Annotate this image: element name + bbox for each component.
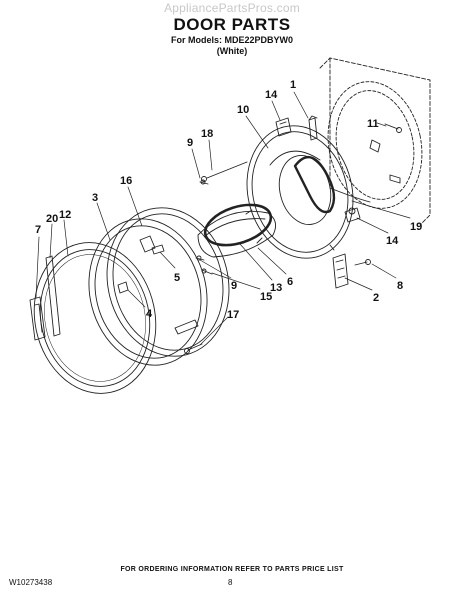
callout-13: 13 xyxy=(270,282,282,294)
part-15-screw xyxy=(201,268,213,275)
part-13-gasket xyxy=(203,203,273,247)
callout-14-upper: 14 xyxy=(265,89,278,101)
callout-17: 17 xyxy=(227,309,239,321)
callout-18: 18 xyxy=(201,128,213,140)
cabinet-front-panel xyxy=(319,57,431,226)
part-1-hinge-pin xyxy=(308,115,318,141)
part-16-door-ring xyxy=(106,207,230,357)
page-title: DOOR PARTS xyxy=(173,15,291,34)
callout-3: 3 xyxy=(92,192,98,204)
callout-6: 6 xyxy=(287,276,293,288)
callout-16: 16 xyxy=(120,175,132,187)
callout-14-lower: 14 xyxy=(386,235,399,247)
watermark: AppliancePartsPros.com xyxy=(164,1,300,15)
part-4-hinge-clip xyxy=(117,281,129,294)
part-10-inner-door xyxy=(245,125,354,259)
leader-lines xyxy=(35,91,411,346)
callout-7: 7 xyxy=(35,224,41,236)
callout-labels: 1 14 10 11 9 18 3 16 19 14 20 12 7 5 6 9… xyxy=(35,79,422,321)
part-7-handle xyxy=(29,296,46,341)
callout-11: 11 xyxy=(367,118,379,130)
callout-12: 12 xyxy=(59,209,71,221)
callout-9-lower: 9 xyxy=(231,280,237,292)
callout-5: 5 xyxy=(174,272,180,284)
callout-2: 2 xyxy=(373,292,379,304)
part-20-strip xyxy=(45,255,61,337)
part-9-screw-lower xyxy=(195,255,205,261)
callout-10: 10 xyxy=(237,104,249,116)
part-8-screw xyxy=(354,259,371,266)
part-2-strike xyxy=(332,253,349,289)
callout-1: 1 xyxy=(290,79,296,91)
part-19-door-seal xyxy=(293,156,371,215)
callout-20: 20 xyxy=(46,213,58,225)
part-9-screw-upper xyxy=(199,179,209,185)
document-number: W10273438 xyxy=(9,578,53,587)
model-color: (White) xyxy=(216,46,248,56)
part-11-screw xyxy=(384,123,402,133)
part-12-outer-door xyxy=(33,242,157,394)
callout-8: 8 xyxy=(397,280,403,292)
callout-4: 4 xyxy=(146,308,153,320)
part-14-hinge-lower xyxy=(344,207,361,223)
callout-9-upper: 9 xyxy=(187,137,193,149)
ordering-note: FOR ORDERING INFORMATION REFER TO PARTS … xyxy=(120,566,344,573)
model-number: For Models: MDE22PDBYW0 xyxy=(170,35,293,45)
callout-19: 19 xyxy=(410,221,422,233)
part-18-rod xyxy=(201,161,248,182)
part-3-door-panel xyxy=(88,218,208,366)
callout-15: 15 xyxy=(260,291,272,303)
part-6-window xyxy=(197,210,277,258)
page-number: 8 xyxy=(228,578,233,587)
part-5-clip xyxy=(151,244,165,255)
